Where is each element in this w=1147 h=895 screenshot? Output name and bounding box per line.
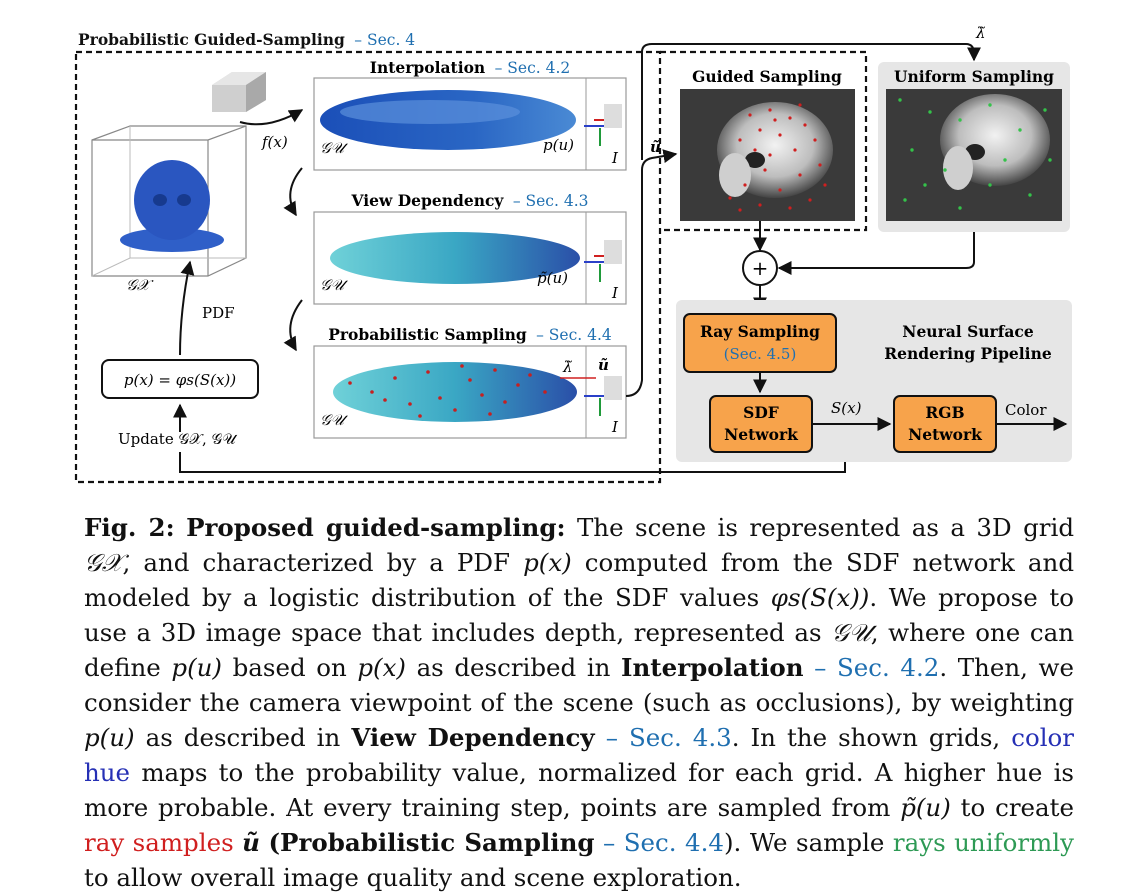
pdf-label: PDF [202,304,235,322]
caption-rays-uniformly: rays uniformly [892,828,1074,857]
svg-text:View Dependency – Sec. 4.3: View Dependency – Sec. 4.3 [351,191,589,210]
caption-color-hue: color hue [84,723,1074,787]
camera-icon [212,72,266,112]
sdf-network-line2: Network [724,425,798,444]
dashed-box-title: Probabilistic Guided-Sampling [78,30,345,49]
view-dependency-title: View Dependency [351,191,505,210]
figure-caption: Fig. 2: Proposed guided-sampling: The sc… [84,513,1075,892]
u-tilde-label-2: ũ [650,138,661,156]
lambda-tilde-label-1: λ̃ [562,358,573,376]
caption-sec-4-3: – Sec. 4.3 [605,723,732,752]
guided-sampling-image [680,89,855,221]
probabilistic-sampling-grid: 𝒢𝒰 λ̃ ũ I [313,345,627,439]
color-label: Color [1005,401,1047,419]
fx-label: f(x) [261,133,288,151]
ray-sampling-sec: (Sec. 4.5) [724,345,797,363]
gx-label: 𝒢𝒳 [126,276,154,294]
view-dependency-sec: – Sec. 4.3 [513,192,589,210]
rgb-network-line1: RGB [925,403,964,422]
u-tilde-label-1: ũ [598,356,609,374]
lambda-tilde-label-2: λ̃ [975,24,986,42]
svg-text:Probabilistic Guided-Sampling: Probabilistic Guided-Sampling – Sec. 4 [78,30,415,49]
sx-label: S(x) [831,399,862,417]
px-formula-box [101,359,259,399]
px-formula: p(x) = φs(S(x)) [124,371,236,389]
caption-sec-4-4: – Sec. 4.4 [603,828,724,857]
update-label: Update 𝒢𝒳, 𝒢𝒰 [118,430,238,448]
gu-label-1: 𝒢𝒰 [320,139,349,157]
gu-label-2: 𝒢𝒰 [320,276,349,294]
guided-image-dashed-border [660,50,868,232]
gx-grid-cube: 𝒢𝒳 [91,125,247,294]
caption-heading: Proposed guided-sampling: [186,513,566,542]
svg-text:Probabilistic Sampling – S: Probabilistic Sampling – Sec. 4.4 [328,325,612,344]
view-dependency-grid: 𝒢𝒰 p̃(u) I [313,211,627,305]
interpolation-grid: 𝒢𝒰 p(u) I [313,77,627,171]
caption-probabilistic-sampling: (Probabilistic Sampling [268,828,595,857]
neural-surface-line2: Rendering Pipeline [884,344,1052,363]
caption-ray-samples: ray samples [84,828,234,857]
dashed-box-sec: – Sec. 4 [354,31,415,49]
rgb-network-line2: Network [908,425,982,444]
uniform-sampling-title: Uniform Sampling [894,67,1054,86]
prob-sampling-sec: – Sec. 4.4 [536,326,612,344]
ptilde-u-label: p̃(u) [537,269,568,287]
i-label-3: I [611,418,619,436]
prob-sampling-title: Probabilistic Sampling [328,325,527,344]
ray-sampling-title: Ray Sampling [700,322,820,341]
i-label-2: I [611,284,619,302]
svg-text:Interpolation – Sec. 4.2: Interpolation – Sec. 4.2 [370,58,571,77]
figure-diagram: Probabilistic Guided-Sampling – Sec. 4 𝒢… [74,24,1072,484]
caption-sec-4-2: – Sec. 4.2 [814,653,940,682]
plus-symbol: + [752,256,769,280]
uniform-sampling-image [886,89,1062,221]
caption-interpolation: Interpolation [621,653,804,682]
pu-label: p(u) [543,136,574,154]
guided-sampling-title: Guided Sampling [692,67,842,86]
caption-view-dependency: View Dependency [351,723,595,752]
neural-surface-line1: Neural Surface [902,322,1034,341]
gu-label-3: 𝒢𝒰 [320,411,349,429]
guided-sampling-dashed-box [74,50,662,484]
interpolation-sec: – Sec. 4.2 [495,59,571,77]
caption-figno: Fig. 2: [84,513,175,542]
i-label-1: I [611,149,619,167]
sdf-network-line1: SDF [743,403,779,422]
interpolation-title: Interpolation [370,58,485,77]
